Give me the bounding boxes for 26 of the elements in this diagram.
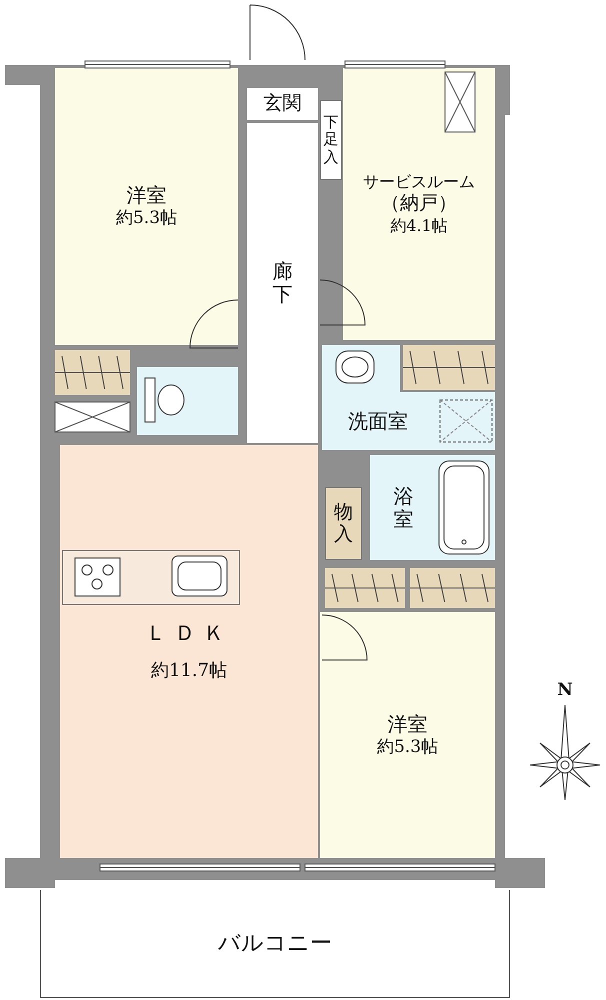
room-name: 物入: [334, 502, 354, 546]
room: [55, 68, 238, 345]
room-name: ＬＤＫ: [146, 620, 232, 646]
area-label: 約5.3帖: [376, 736, 438, 758]
room: [343, 68, 495, 340]
room-name: バルコニー: [218, 930, 332, 958]
room-name: 洋室: [388, 712, 428, 737]
room: [320, 100, 342, 180]
room: [247, 88, 318, 120]
north-label: N: [556, 680, 574, 702]
area-label: 約11.7帖: [150, 660, 228, 683]
room: [60, 445, 318, 858]
room-name: 浴室: [393, 484, 414, 530]
room: [325, 487, 362, 560]
room-name: 下足入: [323, 114, 339, 166]
room: [320, 612, 495, 858]
balcony: [40, 890, 510, 998]
area-label: 約4.1帖: [390, 216, 448, 236]
room-name: 洗面室: [348, 408, 408, 434]
room-name: サービスルーム: [363, 172, 475, 192]
area-label: 約5.3帖: [116, 208, 178, 230]
room-name: （納戸）: [381, 192, 457, 216]
room: [247, 123, 318, 443]
room-name: 洋室: [126, 183, 166, 208]
room-name: 廊下: [272, 260, 293, 306]
room-name: 玄関: [264, 92, 302, 116]
